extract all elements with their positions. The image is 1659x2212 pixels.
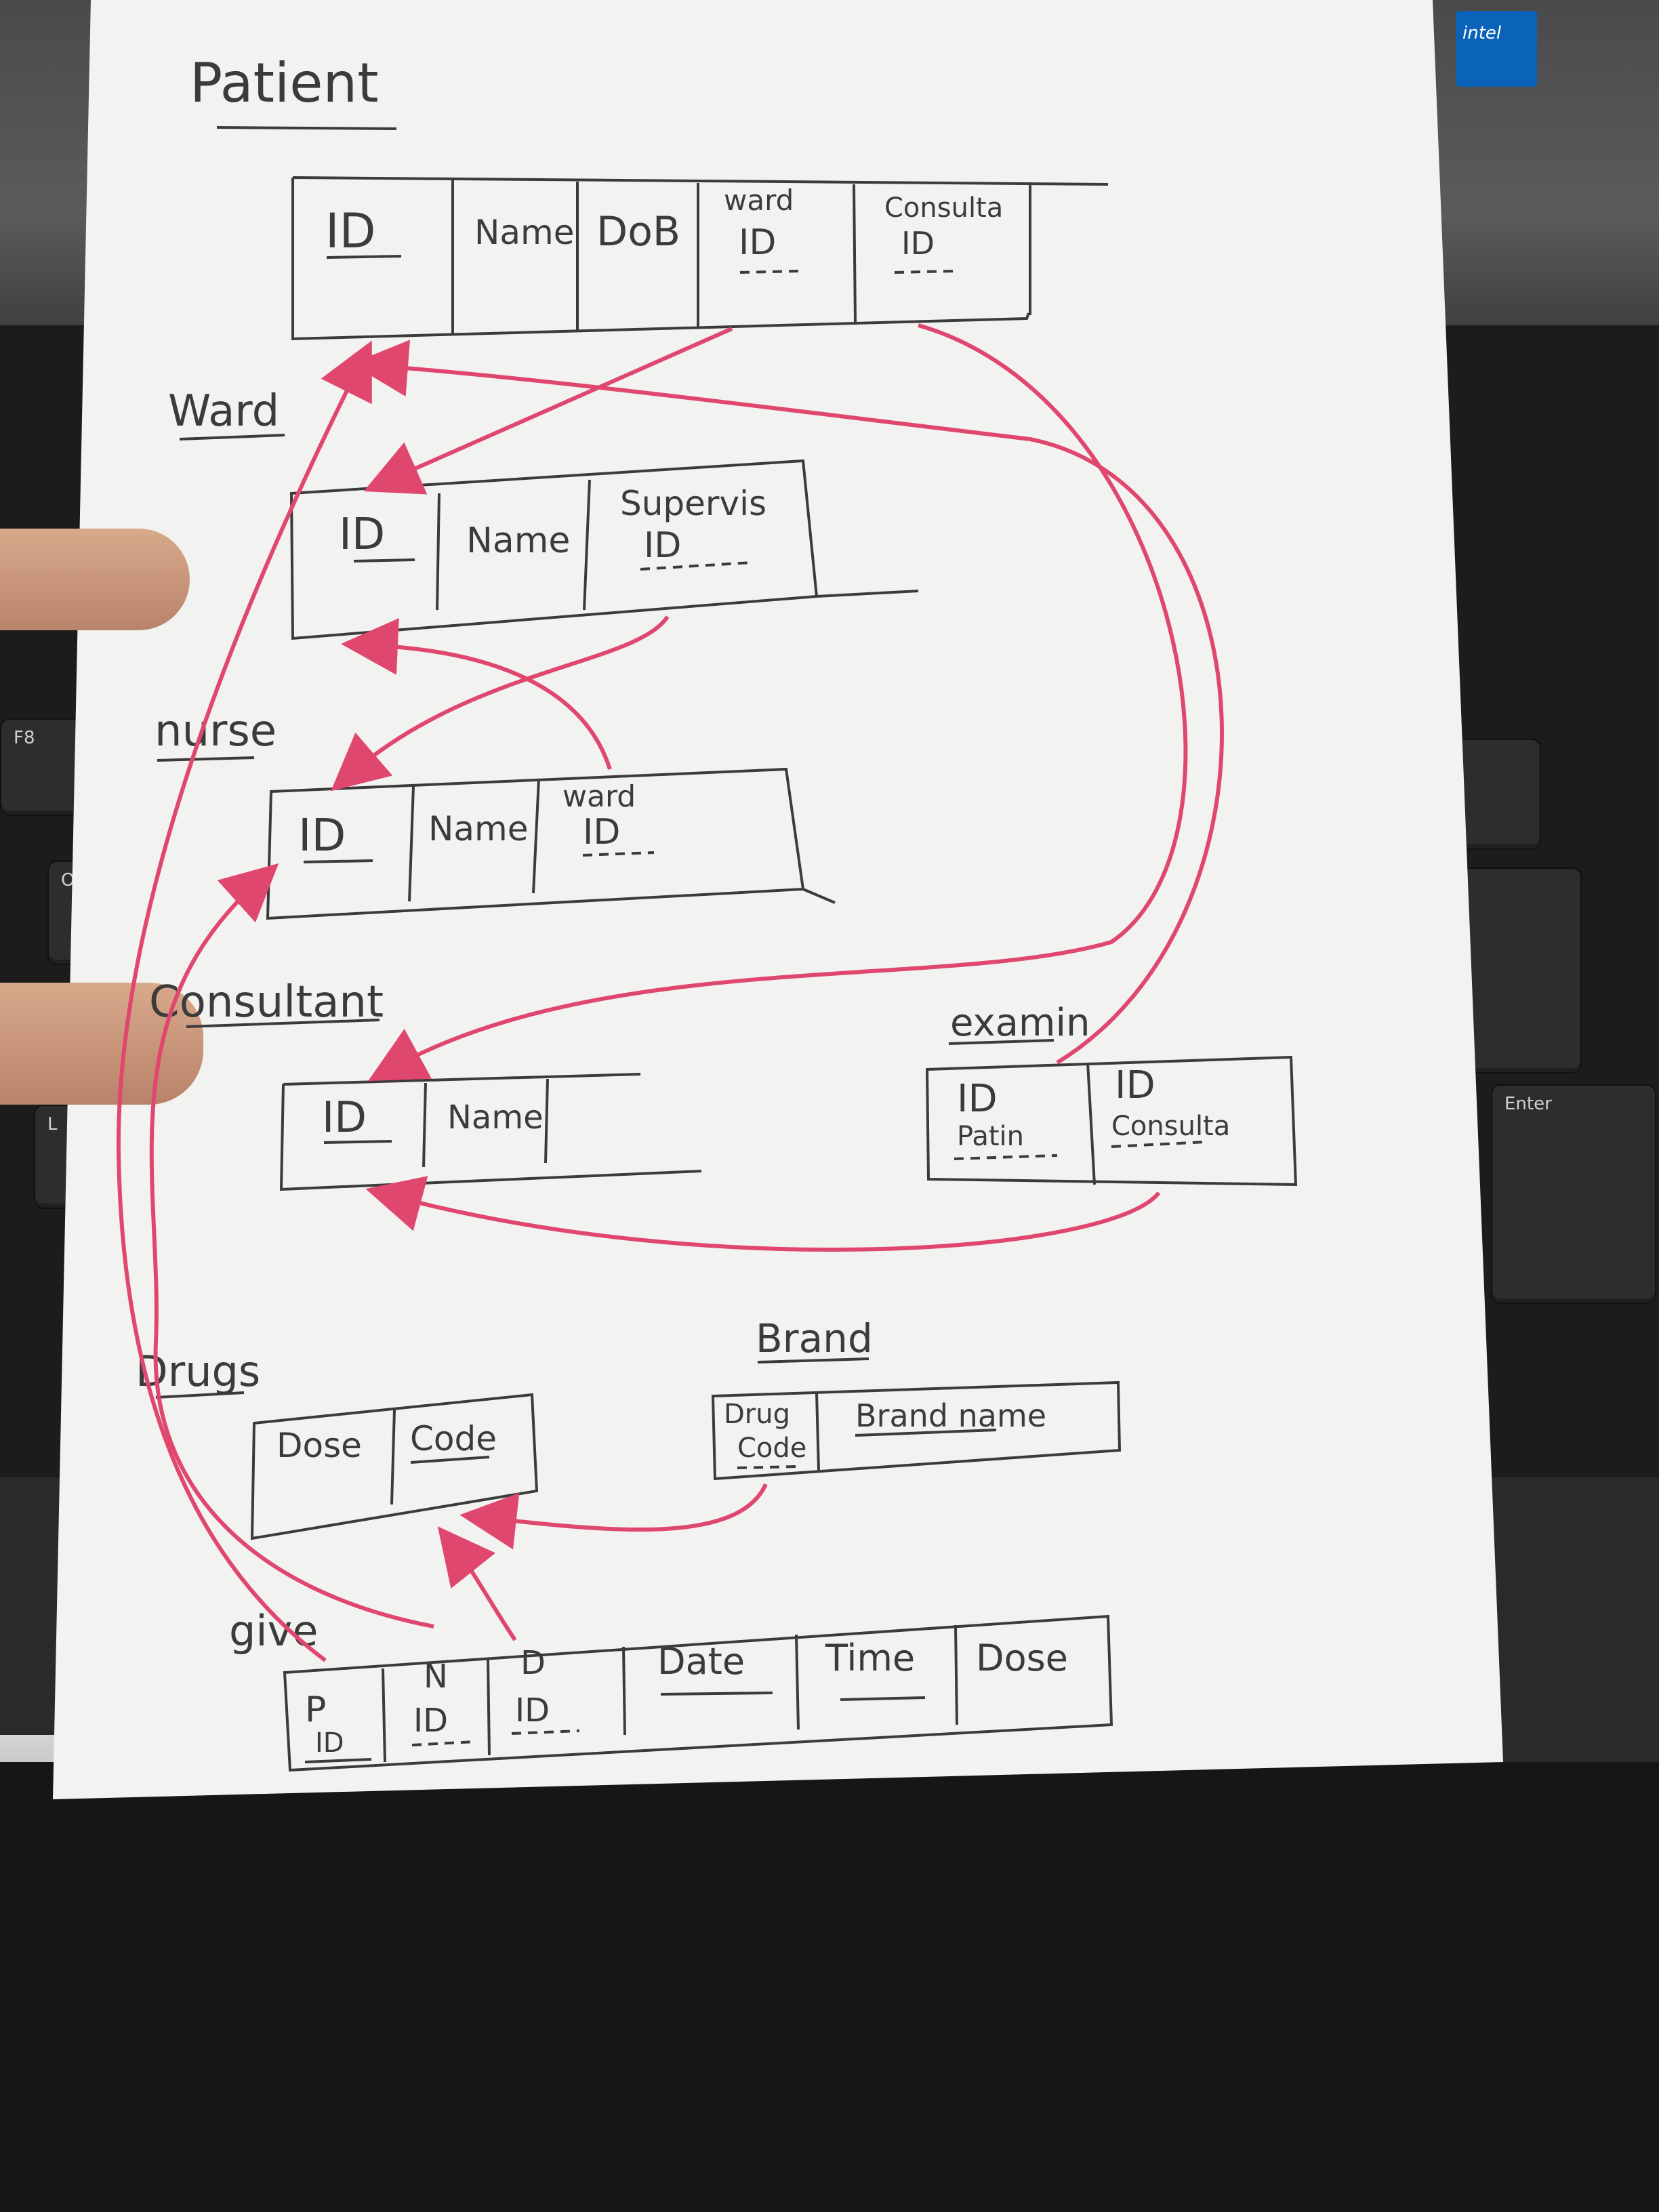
ward-title: Ward (168, 386, 279, 436)
give-col-d: D (520, 1644, 546, 1682)
examin-col-consultant: Consulta (1111, 1111, 1230, 1142)
arrow-give-nurse (149, 863, 434, 1629)
examin-title: examin (950, 1001, 1090, 1045)
arrow-patient-consultant (368, 323, 1188, 1082)
consultant-col-id: ID (322, 1092, 367, 1142)
give-col-d-id: ID (515, 1692, 550, 1729)
patient-col-id: ID (325, 203, 376, 259)
patient-col-name: Name (474, 213, 575, 252)
nurse-title: nurse (155, 706, 276, 756)
give-col-time: Time (825, 1637, 915, 1679)
patient-col-dob: DoB (596, 208, 680, 255)
finger-bottom (0, 983, 203, 1105)
give-col-dose: Dose (976, 1637, 1068, 1679)
arrow-examin-consultant (365, 1176, 1161, 1252)
consultant-title: Consultant (149, 977, 384, 1027)
patient-col-consultant-id: ID (901, 225, 935, 262)
arrow-give-patient (116, 340, 372, 1662)
nurse-col-ward: ward (562, 779, 636, 814)
brand-entity: Brand Drug Code Brand name (711, 1315, 1122, 1481)
brand-col-code: Code (737, 1433, 806, 1464)
arrow-brand-drugs (459, 1483, 768, 1550)
brand-col-brand-name: Brand name (855, 1397, 1046, 1434)
consultant-col-name: Name (447, 1099, 544, 1136)
give-entity: give P ID N ID D ID Date Time Dose (229, 1606, 1113, 1772)
brand-title: Brand (756, 1315, 873, 1361)
give-col-n-id: ID (413, 1702, 448, 1740)
arrow-give-drugs (437, 1526, 517, 1641)
nurse-col-name: Name (428, 809, 529, 848)
patient-col-consultant: Consulta (884, 192, 1003, 224)
ward-col-supervisor: Supervis (620, 484, 766, 523)
lap-background (0, 1762, 1659, 2212)
patient-col-ward-id: ID (739, 222, 776, 263)
arrow-examin-patient (351, 340, 1224, 1065)
consultant-entity: Consultant ID Name (149, 977, 702, 1191)
examin-col-id-1: ID (957, 1077, 998, 1121)
nurse-entity: nurse ID Name ward ID (155, 706, 836, 920)
intel-sticker: intel (1456, 11, 1537, 87)
patient-col-ward: ward (724, 184, 794, 217)
examin-col-id-2: ID (1115, 1063, 1155, 1107)
nurse-col-id: ID (298, 809, 346, 861)
key-enter: Enter (1491, 1084, 1656, 1304)
arrow-ward-supervisor-nurse (331, 615, 670, 792)
ward-col-id: ID (339, 510, 385, 560)
nurse-col-ward-id: ID (583, 812, 620, 853)
give-col-p-id: ID (315, 1727, 344, 1759)
paper-sheet (53, 0, 1503, 1799)
ward-col-supervisor-id: ID (644, 525, 681, 566)
examin-entity: examin ID Patin ID Consulta (925, 1001, 1298, 1187)
brand-col-drug: Drug (724, 1399, 790, 1430)
finger-top (0, 529, 190, 630)
drugs-col-code: Code (410, 1419, 497, 1458)
drugs-col-dose: Dose (276, 1426, 362, 1465)
patient-title: Patient (190, 52, 379, 115)
give-col-p: P (305, 1689, 326, 1730)
arrow-nurse-ward (341, 617, 612, 770)
give-col-n: N (424, 1658, 448, 1696)
ward-entity: Ward ID Name Supervis ID (168, 386, 919, 640)
relationship-arrows (116, 323, 1224, 1662)
arrow-patient-ward (363, 327, 733, 495)
examin-col-patient: Patin (957, 1121, 1024, 1152)
patient-entity: Patient ID Name DoB ward ID Consulta ID (190, 52, 1109, 341)
give-col-date: Date (657, 1640, 745, 1683)
ward-col-name: Name (466, 520, 570, 561)
